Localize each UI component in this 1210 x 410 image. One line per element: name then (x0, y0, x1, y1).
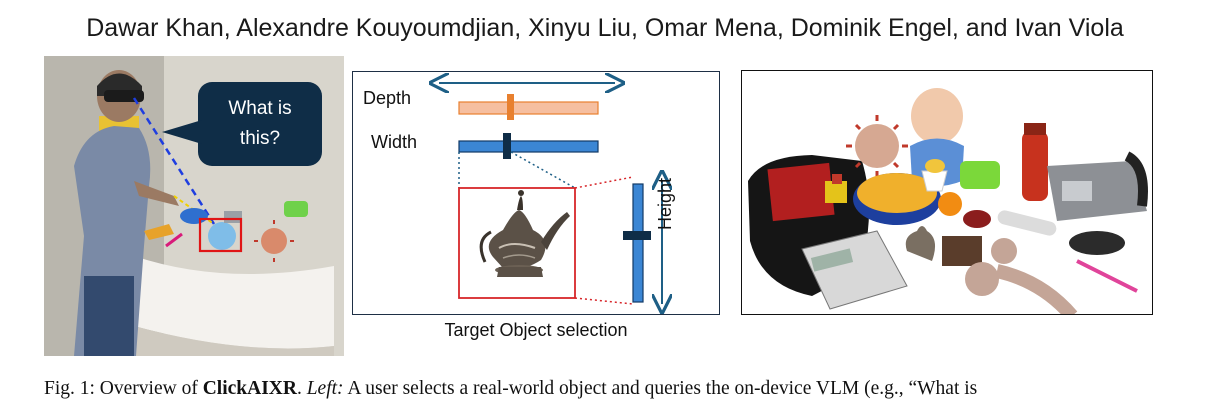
depth-marker (507, 94, 514, 120)
caption-text: A user selects a real-world object and q… (343, 378, 978, 399)
objects-collection-photo (741, 70, 1153, 315)
bubble-line-2: this? (239, 128, 281, 149)
width-marker (503, 133, 511, 159)
caption-after-name: . (296, 378, 307, 399)
left-label: Left: (306, 378, 344, 399)
depth-label: Depth (363, 88, 412, 108)
selection-diagram-graphics (353, 72, 721, 316)
figure-caption: Fig. 1: Overview of ClickAIXR. Left: A u… (44, 376, 1174, 402)
width-label: Width (371, 132, 418, 152)
width-bar (458, 140, 599, 153)
caption-prefix: Fig. 1: Overview of (44, 378, 203, 399)
objects-collection-illustration (748, 88, 1148, 314)
speech-bubble-tail (162, 120, 202, 144)
selection-diagram: Depth Width Height (352, 71, 720, 315)
system-name: ClickAIXR (202, 378, 297, 399)
query-speech-bubble: What is this? (162, 82, 322, 166)
depth-bar (458, 101, 599, 115)
height-bar (632, 183, 644, 303)
height-marker (623, 231, 651, 240)
height-label: Height (655, 177, 675, 230)
author-list: Dawar Khan, Alexandre Kouyoumdjian, Xiny… (86, 14, 1124, 42)
dallah-teapot-image (479, 190, 570, 277)
diagram-caption: Target Object selection (444, 320, 628, 340)
bubble-line-1: What is (228, 98, 292, 119)
